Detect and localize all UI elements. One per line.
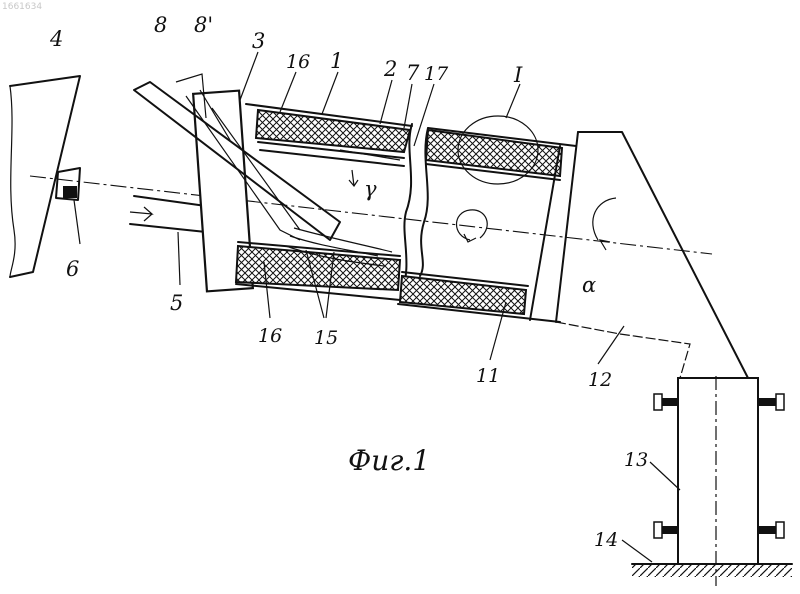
- label-part-7: 7: [406, 61, 420, 85]
- label-part-13: 13: [624, 449, 648, 471]
- label-part-1: 1: [330, 49, 343, 73]
- discharge-housing-part-12: [556, 132, 748, 378]
- label-angle-alpha: α: [582, 273, 596, 297]
- bolt-lower-left: [654, 522, 678, 538]
- label-part-4: 4: [49, 27, 63, 51]
- label-part-16-bottom: 16: [258, 325, 282, 347]
- label-angle-gamma: γ: [364, 177, 377, 201]
- bolt-upper-left: [654, 394, 678, 410]
- label-part-6: 6: [66, 257, 79, 281]
- label-part-12: 12: [588, 369, 612, 391]
- bolt-upper-right: [758, 394, 784, 410]
- support-column-part-13: [654, 376, 784, 586]
- label-part-17: 17: [424, 63, 449, 85]
- label-part-3: 3: [252, 29, 265, 53]
- label-part-8-prime: 8': [194, 13, 213, 37]
- drum-left-section: [236, 104, 412, 300]
- left-wall-part-4: [10, 76, 80, 277]
- document-id: 1661634: [2, 2, 42, 12]
- bolt-lower-right: [758, 522, 784, 538]
- label-part-5: 5: [170, 291, 183, 315]
- figure-caption: Фиг.1: [348, 444, 430, 477]
- label-part-11: 11: [476, 365, 500, 387]
- label-part-14: 14: [594, 529, 618, 551]
- label-part-16-top: 16: [286, 51, 310, 73]
- label-part-8: 8: [154, 13, 167, 37]
- label-detail-I: I: [513, 63, 523, 87]
- label-part-2: 2: [383, 57, 397, 81]
- rotation-arrow: [457, 210, 488, 242]
- label-part-15: 15: [314, 327, 338, 349]
- ground-part-14: [632, 564, 792, 577]
- feed-pipe-part-5: [130, 196, 206, 285]
